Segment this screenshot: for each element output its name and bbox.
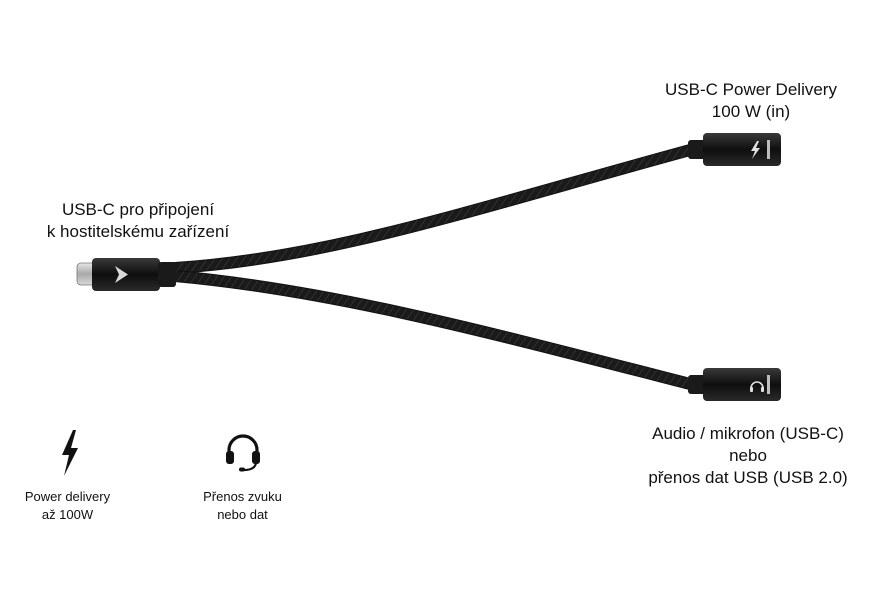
headset-icon <box>226 434 260 472</box>
host-label-line1: USB-C pro připojení <box>61 200 215 219</box>
power-usb-c-connector <box>688 133 781 166</box>
audio-label-line1: Audio / mikrofon (USB-C) <box>652 424 844 443</box>
brand-arrow-icon <box>115 266 128 283</box>
audio-label-line3: přenos dat USB (USB 2.0) <box>648 468 848 487</box>
connector-headset-icon <box>750 381 764 389</box>
connector-lightning-icon <box>751 141 760 159</box>
power-label-line1: USB-C Power Delivery <box>665 80 837 99</box>
legend-power-line2: až 100W <box>41 507 94 522</box>
lightning-icon <box>62 430 78 476</box>
legend-audio: Přenos zvuku nebo dat <box>180 488 305 524</box>
audio-label-line2: nebo <box>729 446 767 465</box>
audio-usb-c-connector <box>688 368 781 401</box>
legend-power-line1: Power delivery <box>24 489 111 504</box>
legend-power: Power delivery až 100W <box>5 488 130 524</box>
host-connector-label: USB-C pro připojení k hostitelskému zaří… <box>18 199 258 243</box>
legend-audio-line1: Přenos zvuku <box>203 489 282 504</box>
power-delivery-label: USB-C Power Delivery 100 W (in) <box>636 79 866 123</box>
power-label-line2: 100 W (in) <box>711 102 791 121</box>
host-usb-c-connector <box>76 258 176 291</box>
host-label-line2: k hostitelskému zařízení <box>46 222 230 241</box>
audio-data-label: Audio / mikrofon (USB-C) nebo přenos dat… <box>628 423 868 489</box>
legend-audio-line2: nebo dat <box>217 507 268 522</box>
